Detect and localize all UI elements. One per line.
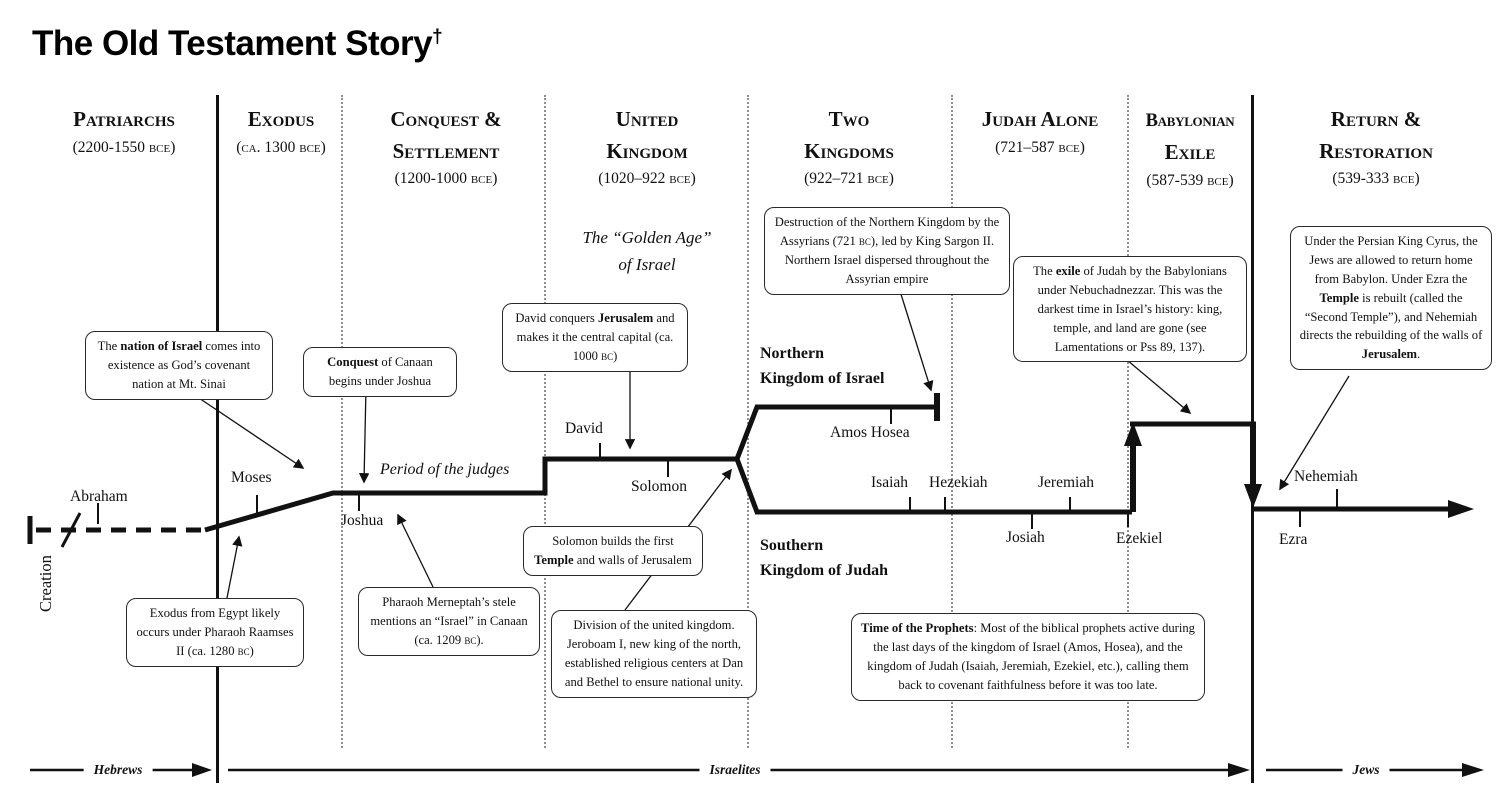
separator-dotted-judah-exile [1127, 95, 1129, 748]
era-date: (1200-1000 bce) [394, 170, 498, 187]
label-period-of-judges: Period of the judges [380, 461, 510, 478]
era-span-label-israelites: Israelites [699, 762, 771, 778]
callout-merneptah-stele: Pharaoh Merneptah’s stele mentions an “I… [358, 587, 540, 656]
era-header-two-kingdoms: Two Kingdoms (922–721 bce) [804, 104, 894, 190]
callout-time-of-prophets: Time of the Prophets: Most of the biblic… [851, 613, 1205, 701]
northern-kingdom-line: Kingdom of Israel [760, 369, 885, 387]
separator-dotted-two-judah [951, 95, 953, 748]
era-date: (1020–922 bce) [598, 170, 696, 187]
label-northern-kingdom: Northern Kingdom of Israel [760, 342, 884, 392]
era-date: (2200-1550 bce) [72, 138, 176, 156]
era-span-label-jews: Jews [1342, 762, 1390, 778]
golden-age-line: of Israel [618, 255, 676, 275]
callout-david-jerusalem: David conquers Jerusalem and makes it th… [502, 303, 688, 372]
timeline-end-arrowhead [1448, 500, 1474, 518]
era-date: (ca. 1300 bce) [236, 138, 326, 156]
separator-dotted-united-two [747, 95, 749, 748]
era-title: Exodus [247, 107, 315, 131]
era-header-judah-alone: Judah Alone (721–587 bce) [982, 104, 1098, 159]
label-nehemiah: Nehemiah [1294, 468, 1358, 485]
callout-exile-judah: The exile of Judah by the Babylonians un… [1013, 256, 1247, 363]
callout-exodus-egypt: Exodus from Egypt likely occurs under Ph… [126, 598, 304, 667]
label-solomon: Solomon [631, 478, 687, 495]
page-title: The Old Testament Story† [32, 24, 443, 64]
arrow-merneptah [397, 513, 434, 588]
callout-nation-of-israel: The nation of Israel comes into existenc… [85, 331, 273, 400]
era-title: Kingdom [606, 138, 688, 163]
label-ezekiel: Ezekiel [1116, 530, 1163, 547]
era-title: Return & [1330, 107, 1422, 131]
era-header-exodus: Exodus (ca. 1300 bce) [236, 104, 326, 159]
page-title-text: The Old Testament Story [32, 24, 433, 63]
separator-dotted-exodus-conquest [341, 95, 343, 748]
era-date: (922–721 bce) [804, 170, 894, 187]
callout-cyrus-return: Under the Persian King Cyrus, the Jews a… [1290, 226, 1492, 371]
era-header-united-kingdom: United Kingdom (1020–922 bce) [598, 104, 696, 190]
callout-destruction-northern: Destruction of the Northern Kingdom by t… [764, 207, 1010, 295]
label-moses: Moses [231, 469, 272, 486]
callout-solomon-temple: Solomon builds the first Temple and wall… [523, 526, 703, 576]
arrow-exodus-egypt [226, 535, 243, 599]
era-header-conquest-settlement: Conquest & Settlement (1200-1000 bce) [390, 104, 501, 190]
israelites-arrowhead [1228, 763, 1250, 777]
dagger-footnote-mark: † [432, 26, 443, 48]
era-date: (721–587 bce) [995, 138, 1085, 156]
timeline-break-slash [60, 512, 82, 548]
arrow-nation-of-israel [192, 393, 305, 469]
arrow-exile-judah [1126, 359, 1192, 415]
label-jeremiah: Jeremiah [1038, 474, 1094, 491]
southern-kingdom-line: Kingdom of Judah [760, 561, 889, 579]
northern-kingdom-line: Northern [760, 345, 824, 362]
era-title: Restoration [1319, 138, 1433, 163]
label-david: David [565, 420, 603, 437]
era-span-label-hebrews: Hebrews [83, 762, 153, 778]
era-title: Babylonian [1145, 111, 1235, 131]
golden-age-line: The “Golden Age” [582, 228, 712, 247]
era-title: Patriarchs [73, 107, 175, 131]
era-header-babylonian-exile: Babylonian Exile (587-539 bce) [1146, 106, 1235, 192]
era-title: Settlement [392, 138, 500, 163]
label-southern-kingdom: Southern Kingdom of Judah [760, 534, 888, 584]
jews-arrowhead [1462, 763, 1484, 777]
label-abraham: Abraham [70, 488, 128, 505]
hebrews-arrowhead [192, 763, 212, 777]
tick-marks [97, 408, 1338, 529]
arrow-destruction-northern [899, 290, 934, 392]
callout-conquest-canaan: Conquest of Canaan begins under Joshua [303, 347, 457, 397]
label-josiah: Josiah [1006, 529, 1045, 546]
timeline-southern-kingdom-line [734, 458, 1132, 515]
era-date: (539-333 bce) [1332, 170, 1420, 187]
era-title: Judah Alone [981, 107, 1099, 131]
return-down-arrowhead [1244, 484, 1262, 508]
label-amos-hosea: Amos Hosea [830, 424, 910, 441]
era-title: Two [828, 107, 870, 131]
label-isaiah: Isaiah [871, 474, 909, 491]
era-title: United [615, 107, 679, 131]
separator-solid-patriarchs-exodus [216, 95, 219, 783]
era-header-patriarchs: Patriarchs (2200-1550 bce) [73, 104, 176, 159]
callout-division-kingdom: Division of the united kingdom. Jeroboam… [551, 610, 757, 698]
label-joshua: Joshua [341, 512, 384, 529]
era-title: Conquest & [390, 107, 502, 131]
timeline-northern-kingdom-line [734, 404, 936, 460]
era-header-return-restoration: Return & Restoration (539-333 bce) [1319, 104, 1433, 190]
label-ezra: Ezra [1279, 531, 1308, 548]
arrow-conquest-canaan [358, 386, 370, 484]
exile-up-arrowhead [1124, 422, 1142, 446]
label-creation: Creation [36, 555, 55, 612]
arrow-cyrus-return [1279, 375, 1350, 491]
era-date: (587-539 bce) [1146, 171, 1234, 189]
era-title: Kingdoms [804, 138, 894, 163]
timeline-main-line [204, 456, 737, 533]
label-hezekiah: Hezekiah [929, 474, 988, 491]
era-title: Exile [1164, 140, 1216, 165]
golden-age-note: The “Golden Age” of Israel [582, 224, 711, 278]
separator-dotted-conquest-united [544, 95, 546, 748]
southern-kingdom-line: Southern [760, 537, 824, 554]
